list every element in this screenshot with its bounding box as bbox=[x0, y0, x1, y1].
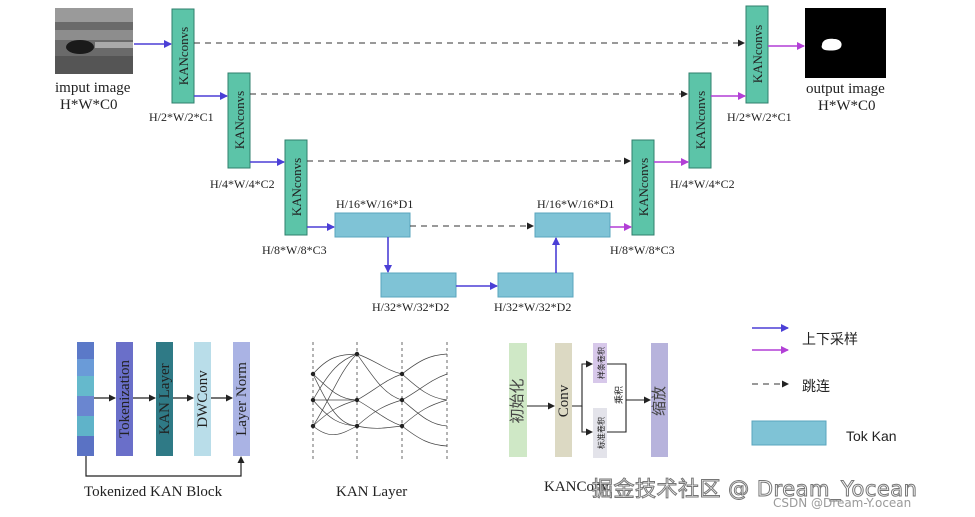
dims-label: H/16*W/16*D1 bbox=[336, 197, 414, 211]
dims-label: H/2*W/2*C1 bbox=[727, 110, 792, 124]
kan-layer-block-label: KAN Layer bbox=[157, 363, 173, 434]
standard-conv-label: 标准卷积 bbox=[596, 417, 606, 449]
dims-label: H/32*W/32*D2 bbox=[494, 300, 572, 314]
kanconv-label: KANconvs bbox=[232, 91, 247, 150]
dims-label: H/8*W/8*C3 bbox=[262, 243, 327, 257]
watermark-sub: CSDN @Dream-Y.ocean bbox=[773, 496, 912, 510]
kanconv-label: KANconvs bbox=[693, 91, 708, 150]
kanconv-label: KANconvs bbox=[289, 158, 304, 217]
kanconv-block-enc1: KANconvs bbox=[171, 8, 195, 104]
tokenized-kan-block: Tokenization KAN Layer DWConv Layer Norm bbox=[77, 342, 250, 477]
legend-skip-label: 跳连 bbox=[802, 379, 830, 395]
kanconv-module: 初始化 Conv 样条卷积 标准卷积 乘积 缩放 bbox=[508, 343, 668, 458]
kanconv-block-enc2: KANconvs bbox=[227, 72, 251, 169]
scale-label: 缩放 bbox=[650, 386, 668, 416]
kan-layer-caption: KAN Layer bbox=[336, 484, 408, 500]
legend-sampling-label: 上下采样 bbox=[802, 332, 858, 348]
tok-kan-block-3 bbox=[497, 272, 574, 298]
kanconv-block-dec3: KANconvs bbox=[631, 139, 655, 236]
kanconv-block-dec2: KANconvs bbox=[688, 72, 712, 169]
tok-kan-block-2 bbox=[380, 272, 457, 298]
watermark-main: 掘金技术社区 @ Dream_Yocean bbox=[591, 477, 918, 502]
tok-kan-block-4 bbox=[534, 212, 611, 238]
legend bbox=[751, 324, 827, 446]
dims-label: H/2*W/2*C1 bbox=[149, 110, 214, 124]
downsample-arrows bbox=[134, 40, 560, 290]
dims-label: H/16*W/16*D1 bbox=[537, 197, 615, 211]
tok-kan-block-1 bbox=[334, 212, 411, 238]
kan-layer-network bbox=[310, 342, 448, 462]
kanconv-label: KANconvs bbox=[176, 27, 191, 86]
kanconv-label: KANconvs bbox=[750, 25, 765, 84]
dims-label: H/4*W/4*C2 bbox=[210, 177, 275, 191]
skip-connections bbox=[194, 39, 745, 230]
layer-norm-label: Layer Norm bbox=[234, 362, 250, 436]
output-image-label: output image bbox=[806, 81, 885, 97]
input-image-label: imput image bbox=[55, 80, 131, 96]
upsample-arrows bbox=[610, 42, 805, 231]
legend-tok-kan-label: Tok Kan bbox=[846, 428, 897, 444]
kanconv-caption: KANConv bbox=[544, 479, 610, 495]
input-image bbox=[55, 8, 133, 74]
multiply-label: 乘积 bbox=[613, 386, 625, 404]
tokenization-label: Tokenization bbox=[117, 359, 133, 438]
tokenized-kan-block-caption: Tokenized KAN Block bbox=[84, 484, 223, 500]
dims-label: H/8*W/8*C3 bbox=[610, 243, 675, 257]
dims-label: H/4*W/4*C2 bbox=[670, 177, 735, 191]
init-label: 初始化 bbox=[508, 378, 526, 423]
output-image-dims: H*W*C0 bbox=[818, 98, 876, 114]
kanconv-block-dec1: KANconvs bbox=[745, 5, 769, 104]
kanconv-block-enc3: KANconvs bbox=[284, 139, 308, 236]
conv-label: Conv bbox=[556, 384, 572, 417]
output-image bbox=[805, 8, 886, 78]
input-image-dims: H*W*C0 bbox=[60, 97, 118, 113]
dwconv-label: DWConv bbox=[195, 370, 211, 428]
kanconv-label: KANconvs bbox=[636, 158, 651, 217]
dims-label: H/32*W/32*D2 bbox=[372, 300, 450, 314]
spline-conv-label: 样条卷积 bbox=[596, 347, 606, 379]
